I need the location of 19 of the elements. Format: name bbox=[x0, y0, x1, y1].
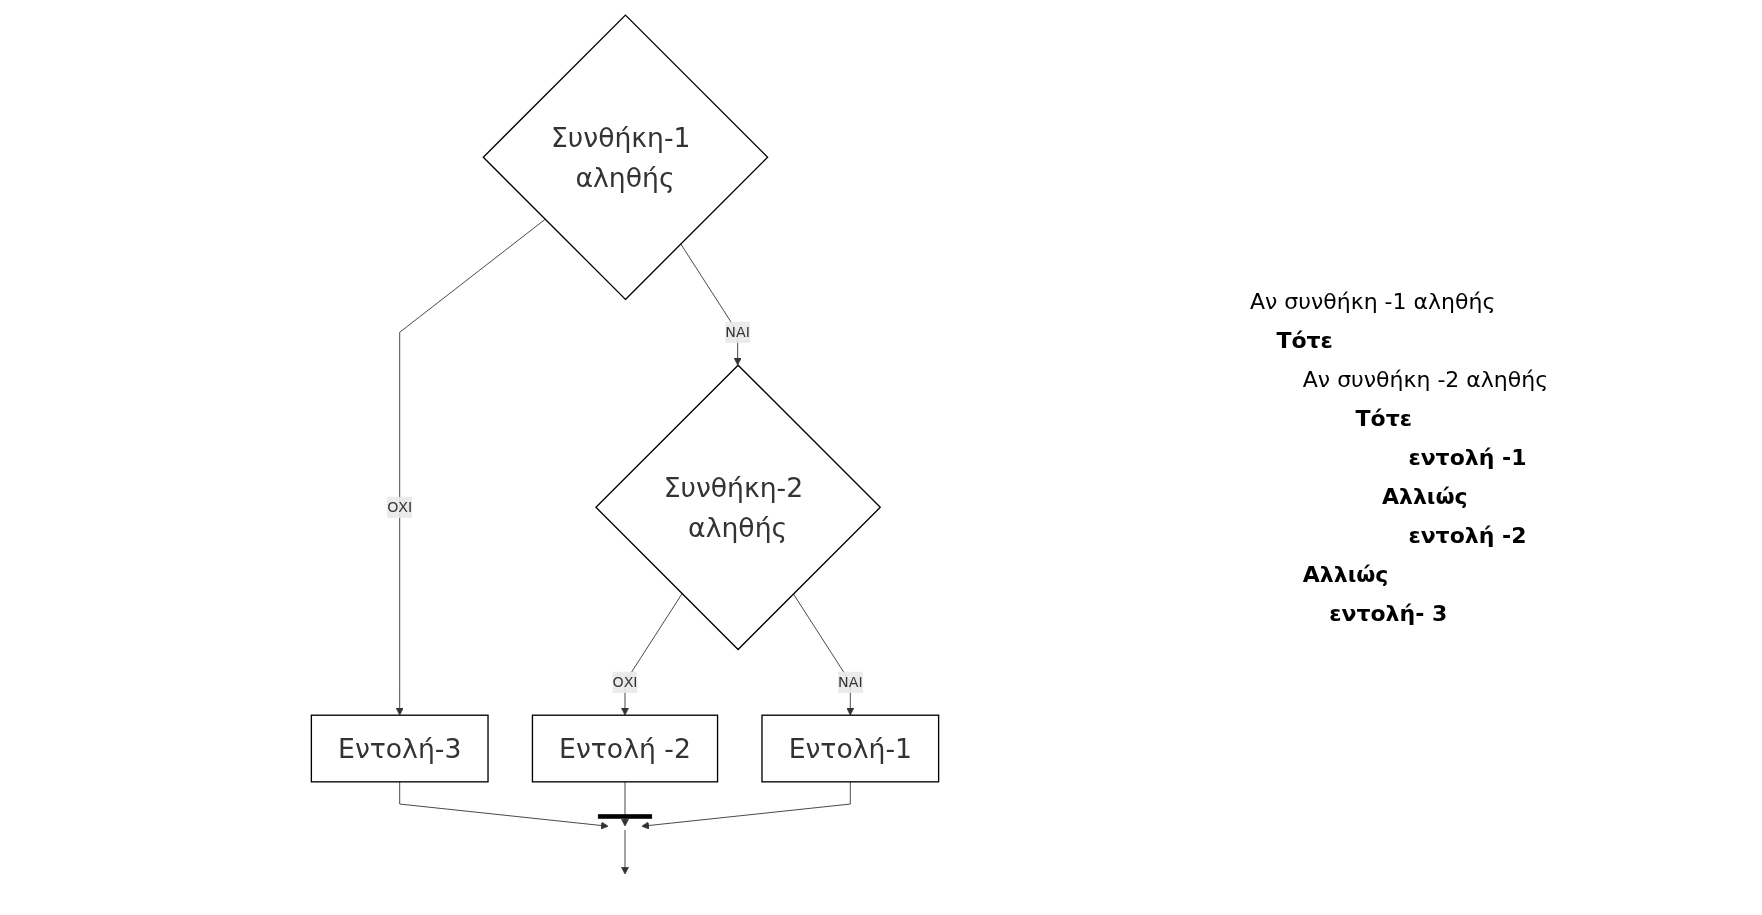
edge-label: ΟΧΙ bbox=[612, 672, 638, 690]
node-box: Εντολή -2 bbox=[531, 714, 719, 782]
pseudocode-line: Αν συνθήκη -1 αληθής bbox=[1250, 289, 1497, 314]
pseudocode-line: Αλλιώς bbox=[1382, 484, 1469, 509]
node-bar bbox=[597, 813, 653, 819]
edge-label: ΝΑΙ bbox=[725, 322, 750, 340]
edge-label: ΟΧΙ bbox=[387, 497, 413, 515]
node-diamond: Συνθήκη-1 αληθής bbox=[482, 13, 769, 300]
node-box: Εντολή-3 bbox=[310, 714, 489, 782]
pseudocode-line: Τότε bbox=[1355, 406, 1413, 431]
pseudocode-line: εντολή -2 bbox=[1408, 523, 1528, 548]
pseudocode-line: Αλλιώς bbox=[1302, 562, 1390, 587]
pseudocode-line: εντολή -1 bbox=[1408, 445, 1528, 470]
node-diamond: Συνθήκη-2 αληθής bbox=[595, 363, 882, 650]
node-box: Εντολή-1 bbox=[761, 714, 940, 782]
pseudocode-line: Αν συνθήκη -2 αληθής bbox=[1302, 367, 1550, 392]
edge-label: ΝΑΙ bbox=[838, 672, 863, 690]
pseudocode-line: Τότε bbox=[1276, 328, 1334, 353]
pseudocode-line: εντολή- 3 bbox=[1329, 601, 1449, 626]
